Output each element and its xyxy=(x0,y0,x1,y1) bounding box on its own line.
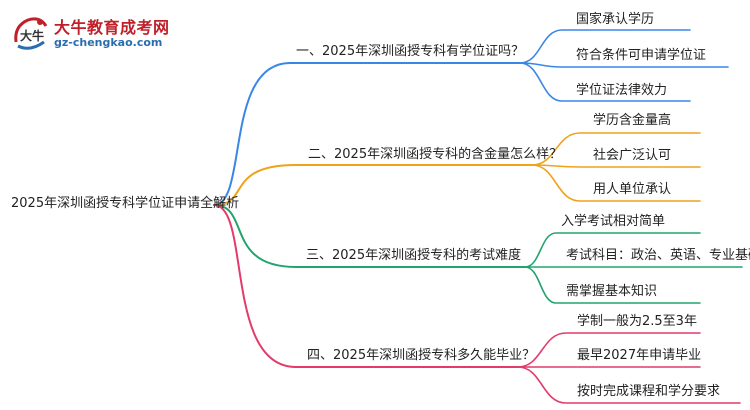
branch-2-leaf-3-connector xyxy=(531,164,701,202)
branch-node-1: 一、2025年深圳函授专科有学位证吗？ xyxy=(296,44,525,59)
branch-1-leaf-1-connector xyxy=(519,29,691,64)
site-logo[interactable]: 大牛 大牛教育成考网 gz-chengkao.com xyxy=(10,10,180,60)
root-node: 2025年深圳函授专科学位证申请全解析 xyxy=(11,196,240,211)
branch-node-4: 四、2025年深圳函授专科多久能毕业？ xyxy=(307,348,536,363)
branch-1-leaf-3-connector xyxy=(519,62,691,102)
root-to-branch-3-connector xyxy=(213,204,526,268)
logo-url: gz-chengkao.com xyxy=(54,36,163,49)
leaf-node-3-2: 考试科目：政治、英语、专业基础 xyxy=(566,248,750,263)
leaf-node-1-1: 国家承认学历 xyxy=(576,12,655,27)
branch-2-leaf-1-connector xyxy=(531,132,701,166)
root-to-branch-4-connector xyxy=(213,204,519,368)
leaf-node-2-1: 学历含金量高 xyxy=(593,113,672,128)
branch-node-2: 二、2025年深圳函授专科的含金量怎么样？ xyxy=(308,147,563,162)
leaf-node-3-3: 需掌握基本知识 xyxy=(566,284,658,299)
leaf-node-2-2: 社会广泛认可 xyxy=(593,148,672,163)
leaf-node-4-3: 按时完成课程和学分要求 xyxy=(577,384,721,399)
logo-title: 大牛教育成考网 xyxy=(54,18,170,37)
leaf-node-4-1: 学制一般为2.5至3年 xyxy=(577,314,697,329)
branch-4-leaf-3-connector xyxy=(517,366,741,404)
leaf-node-1-3: 学位证法律效力 xyxy=(576,83,668,98)
leaf-node-2-3: 用人单位承认 xyxy=(593,182,672,197)
leaf-node-1-2: 符合条件可申请学位证 xyxy=(576,48,707,63)
leaf-node-3-1: 入学考试相对简单 xyxy=(561,214,666,229)
root-to-branch-1-connector xyxy=(213,62,521,206)
leaf-node-4-2: 最早2027年申请毕业 xyxy=(577,348,702,363)
svg-text:大牛: 大牛 xyxy=(20,28,44,43)
branch-1-leaf-2-connector xyxy=(519,62,729,68)
root-to-branch-2-connector xyxy=(213,164,533,206)
branch-node-3: 三、2025年深圳函授专科的考试难度 xyxy=(306,248,522,263)
branch-3-leaf-3-connector xyxy=(524,266,701,304)
bull-logo-icon: 大牛 xyxy=(14,17,48,50)
branch-4-leaf-1-connector xyxy=(517,332,701,368)
branch-2-leaf-2-connector xyxy=(531,164,701,168)
branch-3-leaf-1-connector xyxy=(524,232,701,268)
